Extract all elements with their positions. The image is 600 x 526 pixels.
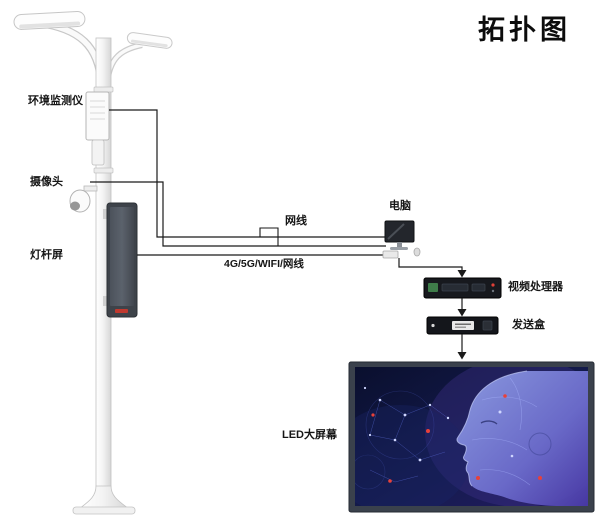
label-env-monitor: 环境监测仪 xyxy=(28,95,83,107)
label-led-screen: LED大屏幕 xyxy=(282,429,337,441)
computer-icon xyxy=(382,220,421,259)
lamp-pole xyxy=(13,11,173,515)
pole-base xyxy=(72,485,136,515)
lamp-head-right xyxy=(126,32,173,49)
sender-box-device xyxy=(426,316,499,335)
env-monitor-device xyxy=(85,91,110,166)
flow-arrow-sender-to-screen xyxy=(457,334,467,360)
connection-line-env-monitor xyxy=(109,109,386,238)
accent-dots xyxy=(371,394,542,483)
camera-device xyxy=(69,185,98,213)
label-camera: 摄像头 xyxy=(30,176,63,188)
net-cable-bracket xyxy=(259,227,279,246)
flow-arrow-computer-to-processor xyxy=(398,258,467,278)
label-wireless: 4G/5G/WIFI/网线 xyxy=(224,258,304,270)
flow-arrow-processor-to-sender xyxy=(457,298,467,317)
lamp-head-left xyxy=(13,11,86,30)
label-net-cable: 网线 xyxy=(285,215,307,227)
pole-screen-device xyxy=(103,202,138,318)
led-screen xyxy=(348,361,595,513)
digital-face xyxy=(456,370,588,506)
connection-line-camera xyxy=(90,181,386,247)
video-processor-device xyxy=(423,277,502,299)
label-pole-screen: 灯杆屏 xyxy=(30,249,63,261)
page-title: 拓扑图 xyxy=(478,15,571,45)
node-dots xyxy=(363,386,514,462)
label-computer: 电脑 xyxy=(389,200,411,212)
label-sender-box: 发送盒 xyxy=(512,319,545,331)
label-video-processor: 视频处理器 xyxy=(508,281,563,293)
